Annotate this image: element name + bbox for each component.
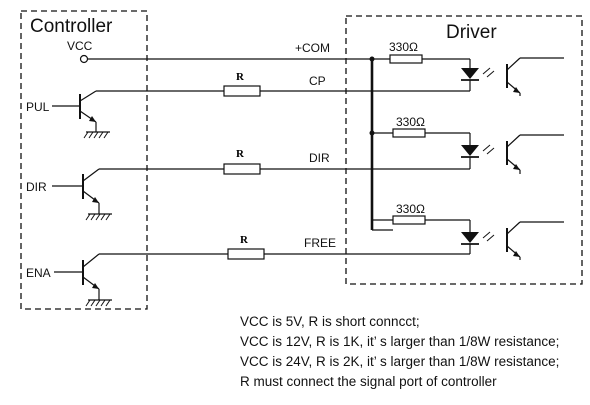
- ena-label: ENA: [26, 266, 51, 280]
- channel-dir: DIR R DIR 330Ω: [26, 115, 564, 221]
- ground-icon: [85, 299, 112, 307]
- series-resistor: [227, 248, 265, 260]
- phototransistor-icon: [506, 134, 564, 174]
- channel-pul: PUL R CP 330Ω: [26, 40, 564, 139]
- controller-title: Controller: [30, 16, 113, 37]
- resistor-330: [389, 54, 423, 64]
- resistor-330: [392, 215, 426, 225]
- com-label: +COM: [295, 41, 330, 55]
- controller-box: [20, 10, 148, 310]
- series-resistor: [223, 85, 261, 97]
- dir-signal-label: DIR: [309, 151, 330, 165]
- resistor-330-label: 330Ω: [389, 40, 418, 54]
- ground-icon: [85, 213, 112, 221]
- free-label: FREE: [304, 236, 336, 250]
- led-icon: [461, 232, 479, 243]
- notes-block: VCC is 5V, R is short conncct; VCC is 12…: [240, 312, 559, 392]
- vcc-terminal: [79, 54, 89, 64]
- series-resistor-label: R: [236, 148, 245, 160]
- driver-box: [345, 15, 583, 285]
- note-line: R must connect the signal port of contro…: [240, 374, 497, 389]
- series-resistor-label: R: [236, 71, 245, 83]
- pul-label: PUL: [26, 100, 50, 114]
- note-line: VCC is 5V, R is short conncct;: [240, 314, 420, 329]
- phototransistor-icon: [506, 57, 564, 96]
- driver-title: Driver: [446, 22, 497, 43]
- channel-ena: ENA R FREE 330Ω: [26, 202, 564, 307]
- resistor-330: [392, 128, 426, 138]
- phototransistor-icon: [506, 221, 564, 260]
- ground-icon: [83, 131, 110, 139]
- led-icon: [461, 68, 479, 79]
- vcc-label: VCC: [67, 39, 93, 53]
- cp-label: CP: [309, 74, 326, 88]
- note-line: VCC is 12V, R is 1K, it’ s larger than 1…: [240, 334, 560, 349]
- note-line: VCC is 24V, R is 2K, it’ s larger than 1…: [240, 354, 560, 369]
- resistor-330-label: 330Ω: [396, 202, 425, 216]
- dir-input-label: DIR: [26, 180, 47, 194]
- resistor-330-label: 330Ω: [396, 115, 425, 129]
- series-resistor: [223, 163, 261, 175]
- series-resistor-label: R: [240, 234, 249, 246]
- led-icon: [461, 145, 479, 156]
